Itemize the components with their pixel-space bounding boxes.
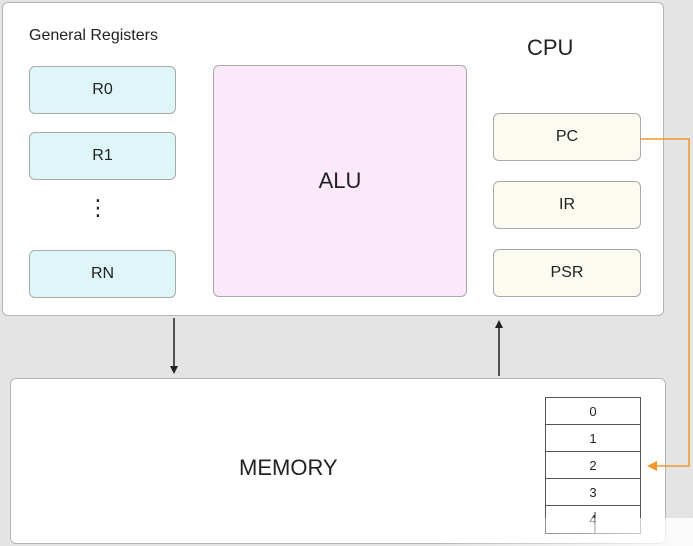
general-registers-heading: General Registers (29, 27, 158, 44)
alu-block: ALU (213, 65, 467, 297)
memory-cell-3: 3 (546, 479, 640, 506)
register-rn: RN (29, 250, 176, 298)
memory-cell-2: 2 (546, 452, 640, 479)
register-ir: IR (493, 181, 641, 229)
register-psr: PSR (493, 249, 641, 297)
memory-label: MEMORY (239, 455, 338, 480)
memory-cells: 0 1 2 3 4 (545, 397, 641, 534)
cpu-title: CPU (527, 35, 574, 60)
register-r1: R1 (29, 132, 176, 180)
register-ellipsis: ⋮ (87, 195, 109, 220)
register-r0: R0 (29, 66, 176, 114)
memory-cell-0: 0 (546, 398, 640, 425)
pc-pointer-line (641, 138, 690, 471)
memory-cell-1: 1 (546, 425, 640, 452)
register-pc: PC (493, 113, 641, 161)
